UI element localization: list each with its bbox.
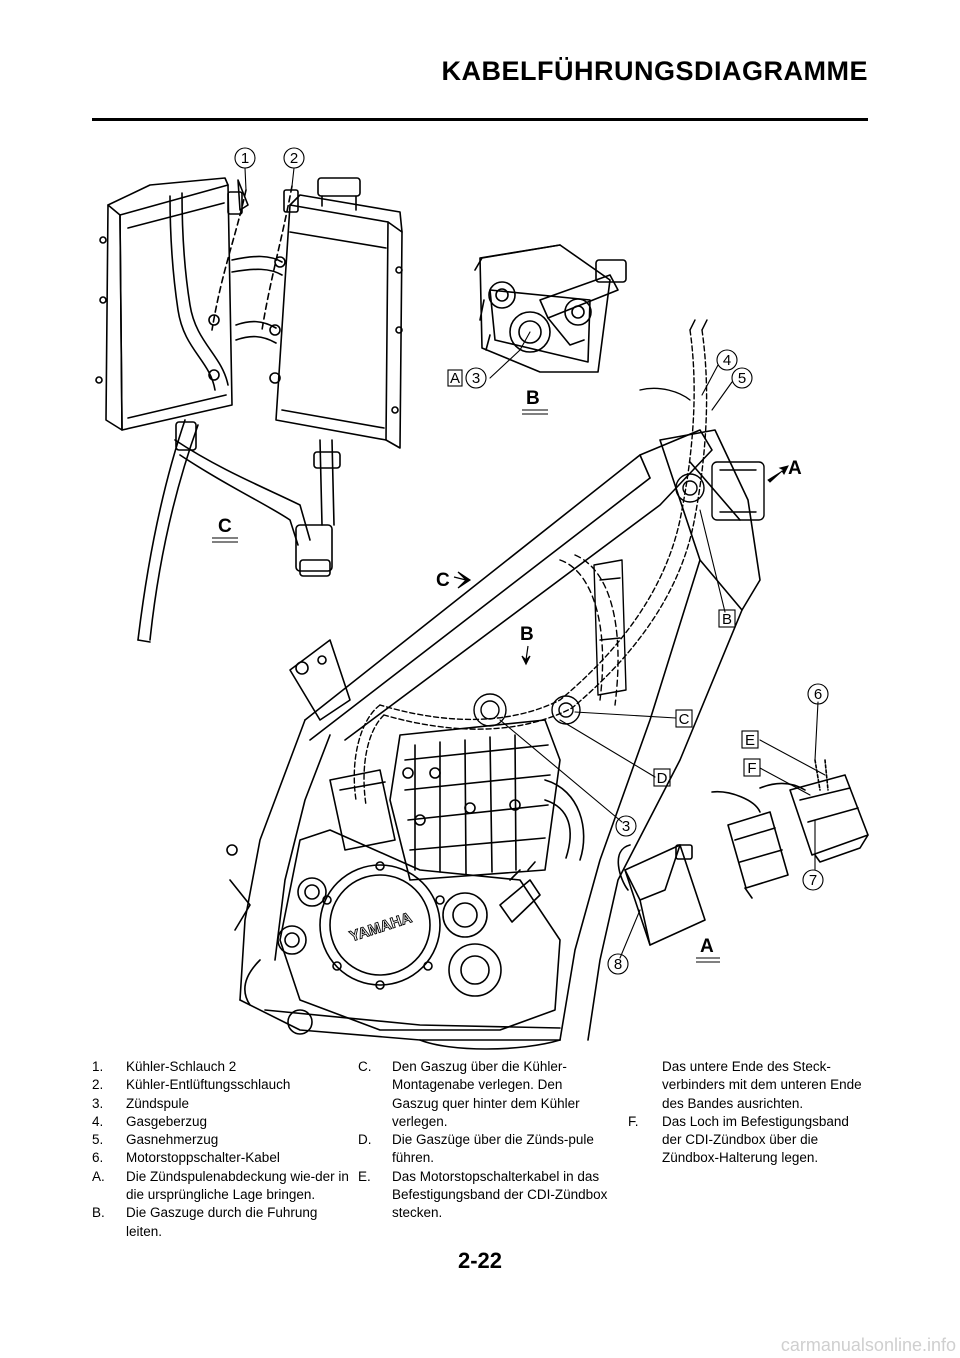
box-e: E (745, 732, 755, 749)
page-title: KABELFÜHRUNGSDIAGRAMME (441, 56, 868, 86)
legend-item: F.Das Loch im Befestigungsband der CDI-Z… (628, 1113, 849, 1166)
legend-item: D.Die Gaszüge über die Zünds-pule führen… (358, 1132, 594, 1166)
view-label-a-bottom: A (700, 936, 714, 957)
view-label-b-top: B (526, 388, 540, 409)
legend-item: 2.Kühler-Entlüftungsschlauch (92, 1077, 291, 1093)
callout-2: 2 (290, 150, 298, 167)
legend-continuation: Das untere Ende des Steck-verbinders mit… (662, 1059, 862, 1111)
legend-column-1: 1.Kühler-Schlauch 2 2.Kühler-Entlüftungs… (92, 1058, 354, 1241)
view-arrow-a: A (788, 458, 802, 479)
view-label-c-left: C (218, 516, 232, 537)
engine (226, 719, 585, 1035)
callout-5: 5 (738, 370, 746, 387)
box-f: F (747, 760, 756, 777)
page-number: 2-22 (457, 1248, 503, 1273)
callout-3-bottom: 3 (622, 818, 630, 835)
title-rule (92, 118, 868, 121)
watermark: carmanualsonline.info (780, 1335, 956, 1355)
legend-item: 5.Gasnehmerzug (92, 1132, 219, 1148)
legend-item: A.Die Zündspulenabdeckung wie-der in die… (92, 1168, 349, 1203)
legend-item: E.Das Motorstopschalterkabel in das Befe… (358, 1168, 608, 1221)
callout-3-top: 3 (472, 370, 480, 387)
wiring-diagram: B C A A C B 1 2 3 4 5 6 7 8 3 (95, 147, 869, 1050)
box-d: D (657, 770, 668, 787)
callout-1: 1 (241, 150, 249, 167)
frame (239, 429, 761, 1050)
throttle-cables (353, 319, 765, 806)
leader-lines (244, 167, 826, 959)
legend-item: B.Die Gaszuge durch die Fuhrung leiten. (92, 1205, 318, 1239)
radiator-assembly (95, 177, 403, 643)
view-labels: B C A A C B (212, 388, 802, 963)
legend-item: 3.Zündspule (92, 1095, 190, 1111)
callout-4: 4 (723, 352, 731, 369)
view-arrow-b: B (520, 624, 534, 645)
legend-item: 6.Motorstoppschalter-Kabel (92, 1150, 280, 1166)
callout-8: 8 (614, 956, 622, 973)
box-callouts (447, 369, 761, 787)
legend-column-3: Das untere Ende des Steck-verbinders mit… (628, 1058, 868, 1168)
box-c: C (679, 711, 690, 728)
number-callouts (234, 147, 829, 975)
legend-item: 1.Kühler-Schlauch 2 (92, 1059, 237, 1074)
legend-column-2: C.Den Gaszug über die Kühler-Montagenabe… (358, 1058, 608, 1223)
legend-item: C.Den Gaszug über die Kühler-Montagenabe… (358, 1059, 580, 1129)
box-b: B (722, 611, 732, 628)
box-callout-texts: A B C D E F (450, 370, 757, 787)
callout-6: 6 (814, 686, 822, 703)
number-callout-texts: 1 2 3 4 5 6 7 8 3 (241, 150, 822, 973)
engine-brand-text: YAMAHA (347, 909, 414, 945)
box-a: A (450, 370, 460, 387)
view-arrow-c: C (436, 570, 450, 591)
cdi-inset (617, 759, 869, 946)
legend-item: 4.Gasgeberzug (92, 1113, 208, 1129)
coil-cover-inset (474, 244, 627, 373)
callout-7: 7 (809, 872, 817, 889)
